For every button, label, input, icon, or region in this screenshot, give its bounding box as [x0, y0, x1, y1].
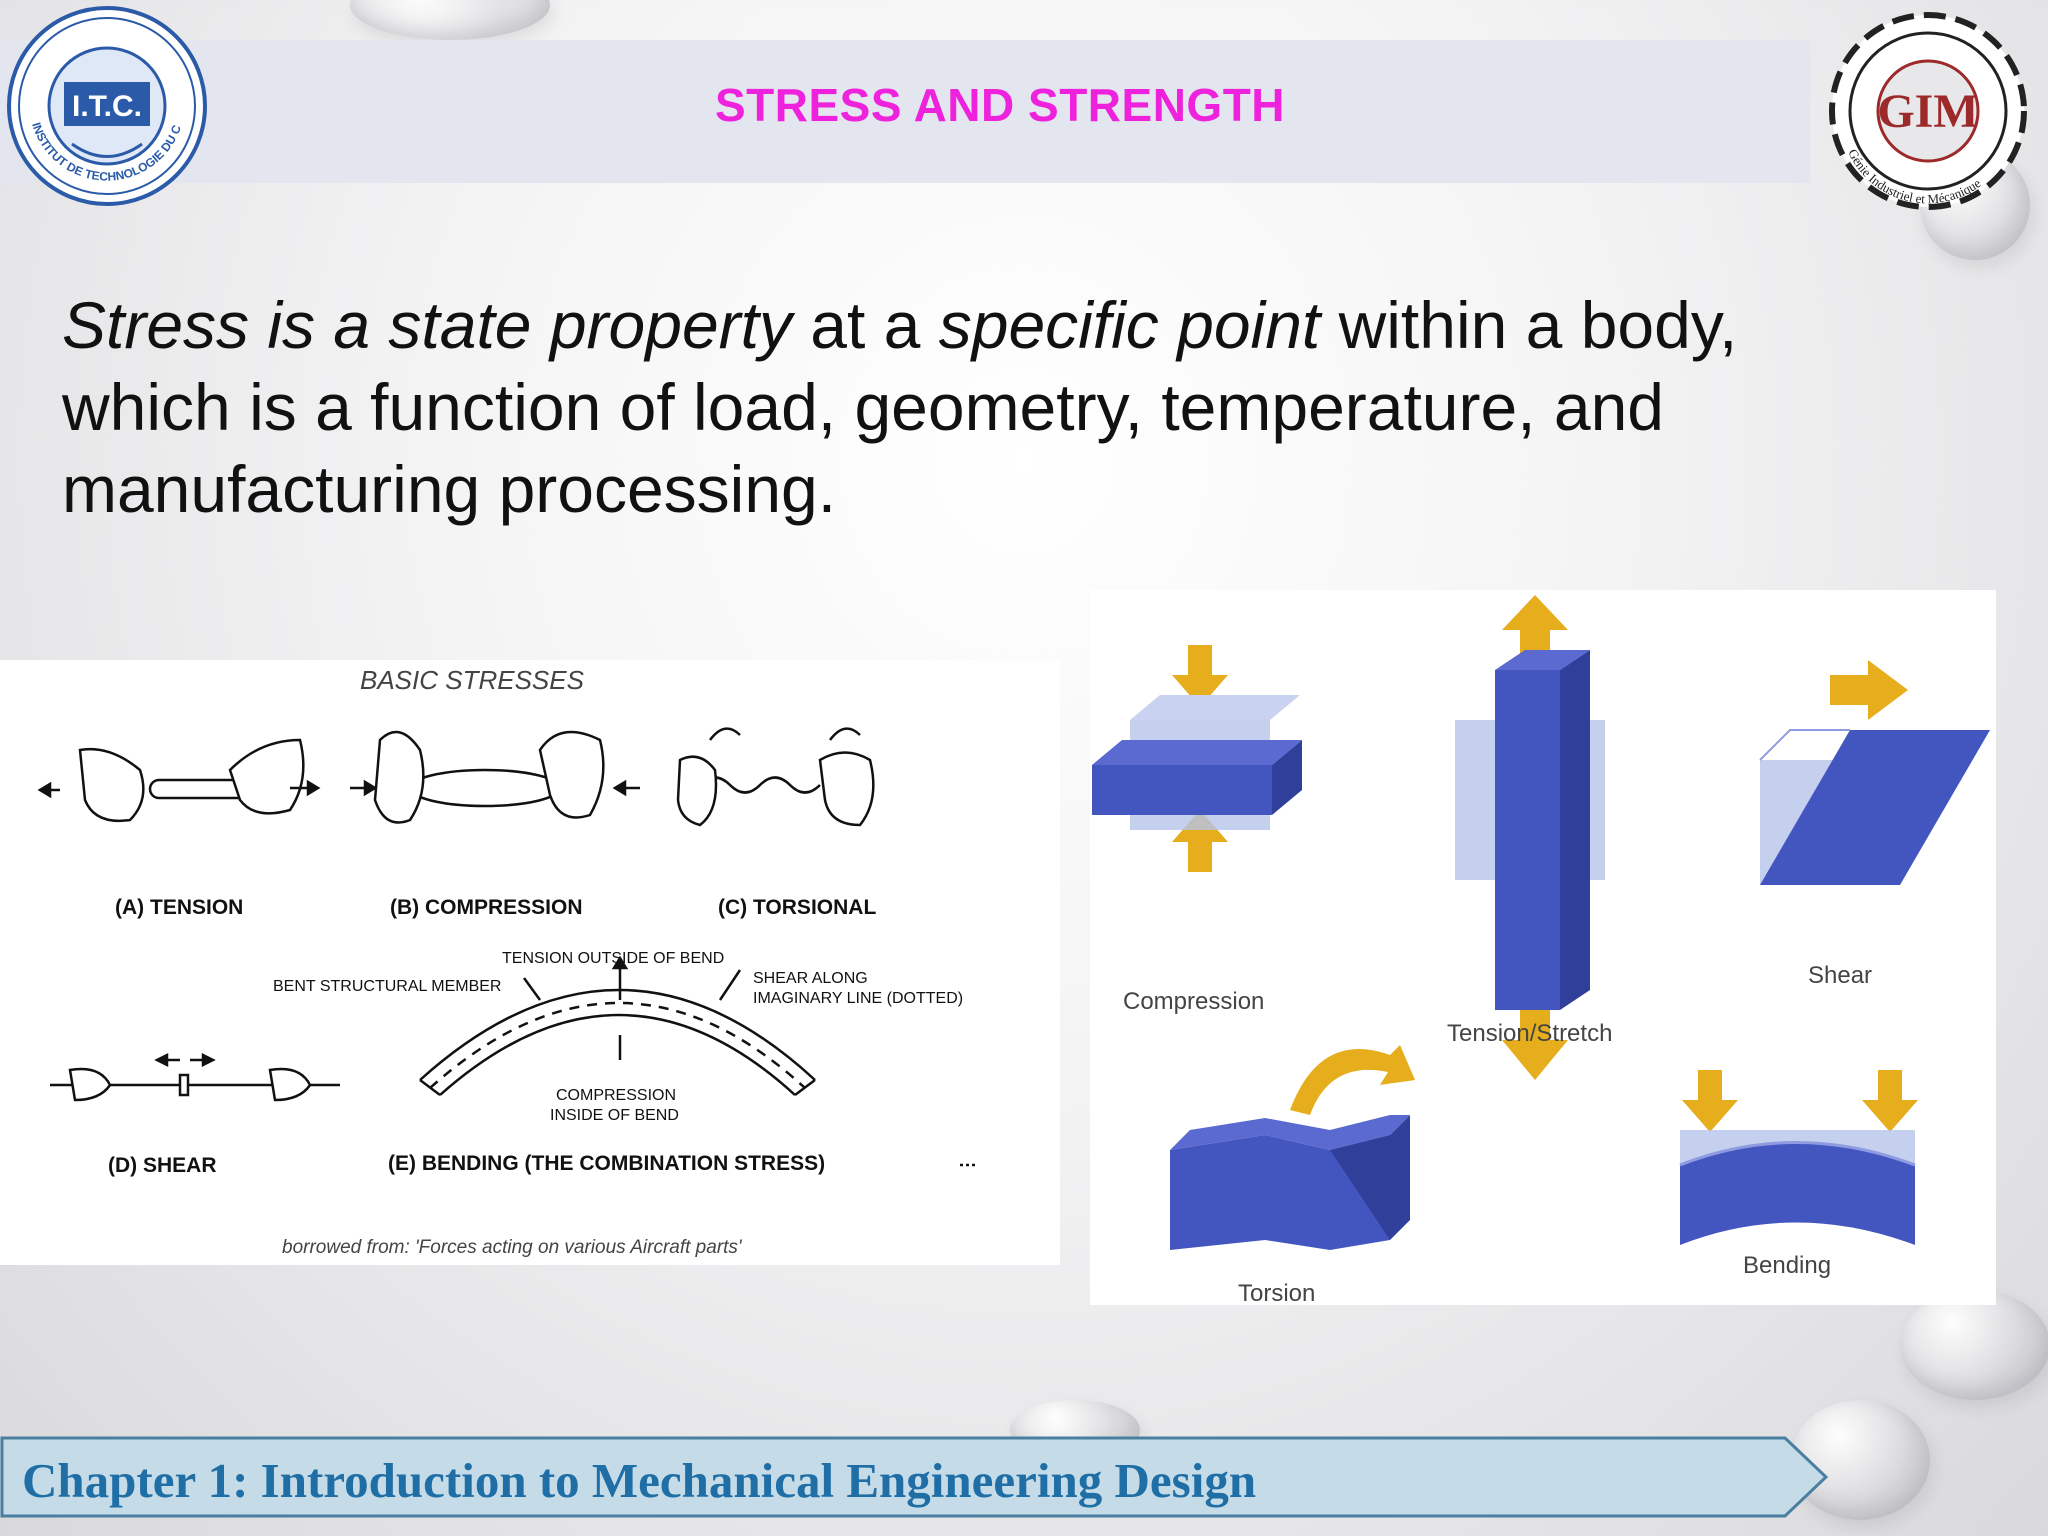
- definition-emphasis-2: specific point: [938, 288, 1321, 362]
- definition-emphasis-1: Stress is a state property: [62, 288, 792, 362]
- note-shear-2: IMAGINARY LINE (DOTTED): [753, 990, 964, 1007]
- note-compression-1: COMPRESSION: [556, 1087, 677, 1104]
- svg-text:I.T.C.: I.T.C.: [72, 90, 142, 123]
- chapter-title: Chapter 1: Introduction to Mechanical En…: [22, 1453, 1257, 1508]
- gim-logo: GIM Génie Industriel et Mécanique: [1829, 12, 2027, 210]
- stress-types-figure: Compression Tension/Stretch Shear Torsio…: [1090, 590, 1996, 1307]
- figure-credit: borrowed from: 'Forces acting on various…: [282, 1237, 742, 1258]
- label-bending: Bending: [1743, 1252, 1832, 1279]
- caption-shear: (D) SHEAR: [108, 1154, 217, 1177]
- note-compression-2: INSIDE OF BEND: [550, 1107, 679, 1124]
- water-drop: [1790, 1400, 1930, 1520]
- definition-text-2: within a body, which is a function of lo…: [62, 288, 1738, 526]
- svg-text:GIM: GIM: [1877, 85, 1978, 138]
- definition-text-1: at a: [791, 288, 939, 362]
- caption-bending: (E) BENDING (THE COMBINATION STRESS): [388, 1152, 826, 1175]
- basic-stresses-figure: BASIC STRESSES: [0, 660, 1060, 1265]
- caption-tension: (A) TENSION: [115, 896, 244, 919]
- label-torsion: Torsion: [1238, 1280, 1316, 1307]
- header-bar: [0, 40, 1810, 183]
- label-compression: Compression: [1123, 988, 1265, 1015]
- water-drop: [1900, 1290, 2048, 1400]
- footer-banner: [0, 1436, 1829, 1518]
- itc-logo: I.T.C. INSTITUT DE TECHNOLOGIE DU CAMBOD…: [2, 4, 207, 206]
- label-shear: Shear: [1808, 962, 1873, 989]
- figure-title: BASIC STRESSES: [360, 665, 584, 695]
- note-tension-outside: TENSION OUTSIDE OF BEND: [502, 950, 725, 967]
- water-drop: [350, 0, 550, 40]
- note-shear-1: SHEAR ALONG: [753, 970, 868, 987]
- definition-paragraph: Stress is a state property at a specific…: [62, 284, 1912, 530]
- note-bent-member: BENT STRUCTURAL MEMBER: [273, 978, 502, 995]
- slide-title: STRESS AND STRENGTH: [714, 79, 1286, 131]
- basic-stresses-drawing: [37, 727, 975, 1167]
- label-tension-stretch: Tension/Stretch: [1447, 1020, 1613, 1047]
- stress-types-drawing: [1092, 595, 1990, 1250]
- caption-torsional: (C) TORSIONAL: [718, 896, 877, 919]
- caption-compression: (B) COMPRESSION: [390, 896, 583, 919]
